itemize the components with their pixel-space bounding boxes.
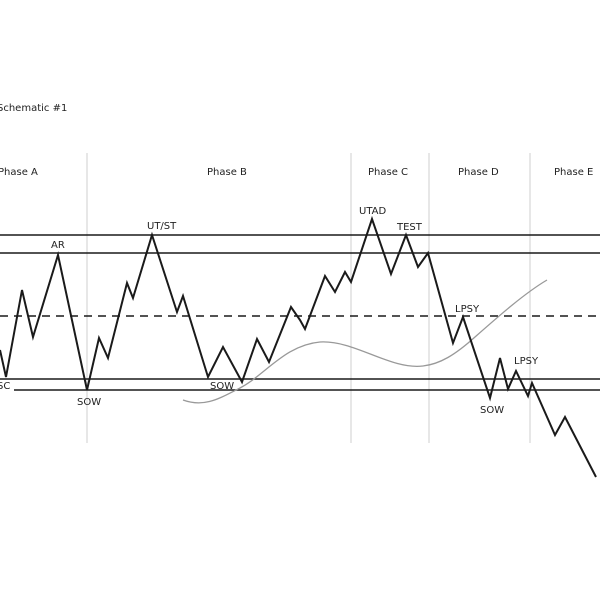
schematic-title: Schematic #1 [0,103,67,114]
phase-b-label: Phase B [207,167,247,178]
phase-c-label: Phase C [368,167,408,178]
label-ar: AR [51,240,65,251]
range-lines [0,234,600,391]
label-lpsy-1: LPSY [455,304,480,315]
label-sow-3: SOW [480,405,504,416]
price-path [0,215,597,478]
label-utad: UTAD [359,206,386,217]
label-test: TEST [396,222,423,233]
label-sow-1: SOW [77,397,101,408]
label-sow-2: SOW [210,381,234,392]
label-lpsy-2: LPSY [514,356,539,367]
label-sc: SC [0,381,10,392]
phase-dividers [86,153,531,443]
trend-curve [182,279,548,404]
phase-a-label: Phase A [0,167,38,178]
phase-e-label: Phase E [554,167,593,178]
label-ut-st: UT/ST [147,221,177,232]
phase-d-label: Phase D [458,167,499,178]
